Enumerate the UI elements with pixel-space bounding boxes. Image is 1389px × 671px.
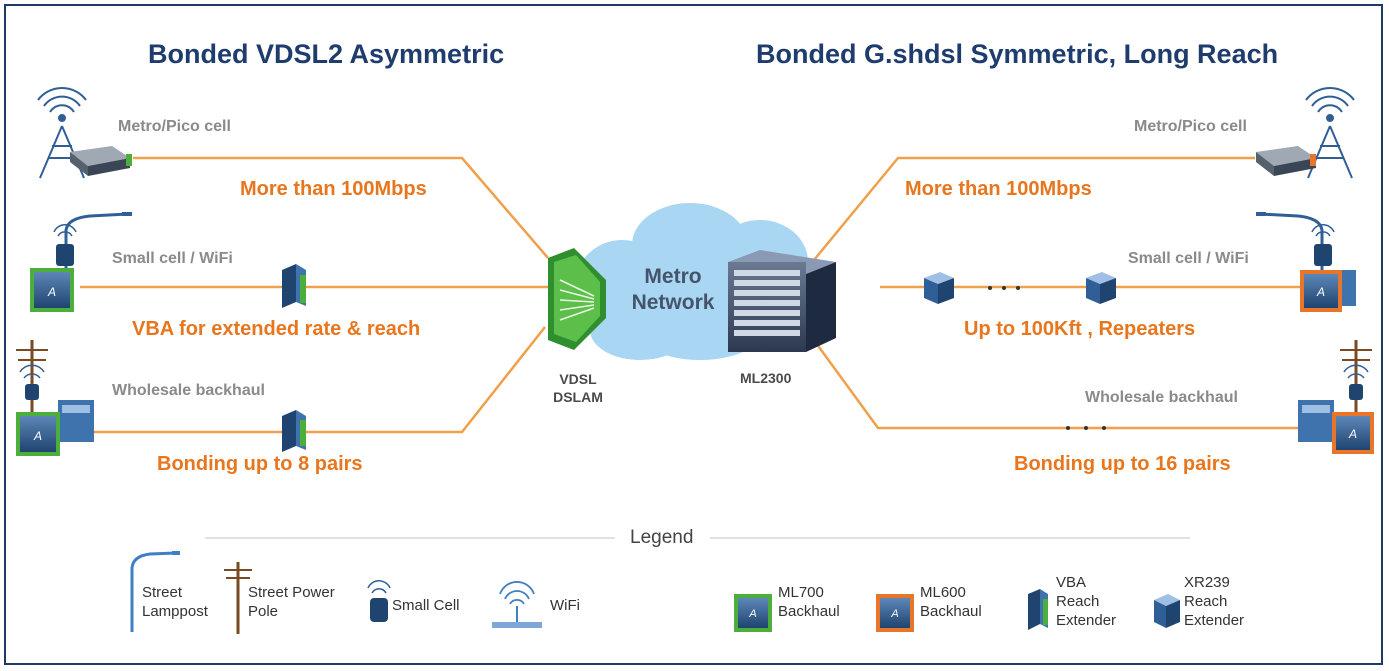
legend-pole-label: Street Power Pole [248, 583, 335, 621]
legend-lamppost-label: Street Lamppost [142, 583, 208, 621]
legend-vba-line2: Reach [1056, 593, 1100, 610]
right-site-wholesale: Wholesale backhaul [1085, 389, 1238, 406]
legend-vba-icon [1028, 589, 1048, 630]
legend-xr239-line1: XR239 [1184, 574, 1230, 591]
building-icon [1298, 400, 1334, 442]
legend-lamppost-line2: Lamppost [142, 603, 208, 620]
left-site-wholesale: Wholesale backhaul [112, 382, 265, 399]
cloud-label: Metro Network [618, 264, 728, 316]
legend-pole-line1: Street Power [248, 584, 335, 601]
title-right: Bonded G.shdsl Symmetric, Long Reach [756, 39, 1279, 69]
right-rate-wholesale: Bonding up to 16 pairs [1014, 453, 1231, 475]
legend-title: Legend [630, 527, 694, 548]
cloud-label-line2: Network [631, 291, 715, 314]
small-cell-icon [1343, 364, 1369, 400]
legend-vba-line3: Extender [1056, 612, 1117, 629]
vdsl-dslam-icon [548, 248, 606, 350]
legend-power-pole-icon [224, 562, 252, 634]
ml600-backhaul-device: A [1332, 412, 1374, 454]
street-power-pole-icon [1340, 340, 1372, 420]
dslam-label: VDSL DSLAM [538, 370, 618, 406]
svg-text:A: A [1348, 427, 1357, 441]
ml600-backhaul-device: A [1300, 270, 1342, 312]
ml700-backhaul-device: A [16, 412, 60, 456]
diagram-frame [4, 4, 1383, 665]
svg-text:A: A [890, 608, 898, 620]
vba-reach-extender-device [282, 264, 306, 308]
street-lamppost-icon [1256, 212, 1356, 306]
legend-small-cell-label: Small Cell [392, 597, 460, 614]
dslam-label-line1: VDSL [559, 371, 597, 387]
link-right-wholesale [806, 331, 1300, 430]
link-left-metro [133, 156, 549, 259]
xr239-reach-extender-device [1086, 272, 1116, 304]
cloud-label-line1: Metro [644, 265, 702, 288]
legend-ml700-line1: ML700 [778, 584, 824, 601]
left-site-metro: Metro/Pico cell [118, 118, 231, 135]
legend-xr239-icon [1154, 594, 1180, 628]
vba-reach-extender-device [282, 410, 306, 452]
title-left: Bonded VDSL2 Asymmetric [148, 39, 505, 69]
right-rate-metro: More than 100Mbps [905, 178, 1092, 200]
right-site-metro: Metro/Pico cell [1134, 118, 1247, 135]
legend-xr239-line2: Reach [1184, 593, 1228, 610]
legend-lamppost-icon [130, 551, 180, 632]
right-site-small: Small cell / WiFi [1128, 250, 1249, 267]
left-site-small: Small cell / WiFi [112, 250, 233, 267]
ml700-backhaul-device [70, 146, 132, 176]
legend-lamppost-line1: Street [142, 584, 183, 601]
xr239-reach-extender-device [924, 272, 954, 304]
legend-small-cell-icon [367, 580, 391, 622]
legend-ml600-label: ML600 Backhaul [920, 583, 982, 621]
legend-ml600-line1: ML600 [920, 584, 966, 601]
building-icon [58, 400, 94, 442]
legend-pole-line2: Pole [248, 603, 279, 620]
legend-vba-line1: VBA [1056, 574, 1087, 591]
link-right-metro [813, 156, 1255, 261]
ml2300-label: ML2300 [740, 370, 792, 386]
right-rate-small: Up to 100Kft , Repeaters [964, 318, 1196, 340]
ml600-backhaul-device [1256, 146, 1316, 176]
legend-xr239-line3: Extender [1184, 612, 1245, 629]
legend-wifi-icon [492, 581, 542, 628]
svg-text:A: A [748, 608, 756, 620]
legend-ml600-line2: Backhaul [920, 603, 982, 620]
legend-ml600-icon: A [876, 594, 914, 632]
left-rate-wholesale: Bonding up to 8 pairs [157, 453, 363, 475]
svg-text:A: A [33, 429, 42, 443]
dslam-label-line2: DSLAM [553, 389, 603, 405]
legend-wifi-label: WiFi [550, 597, 580, 614]
svg-text:A: A [47, 285, 56, 299]
legend-xr239-label: XR239 Reach Extender [1184, 573, 1244, 630]
legend-vba-label: VBA Reach Extender [1056, 573, 1116, 630]
small-cell-icon [19, 364, 45, 400]
link-left-wholesale [72, 326, 546, 434]
street-power-pole-icon [16, 340, 48, 420]
repeater-dots [988, 286, 1106, 430]
legend-ml700-icon: A [734, 594, 772, 632]
cell-tower-icon [1305, 87, 1355, 179]
legend-ml700-label: ML700 Backhaul [778, 583, 840, 621]
svg-text:A: A [1316, 285, 1325, 299]
left-rate-metro: More than 100Mbps [240, 178, 427, 200]
legend-ml700-line2: Backhaul [778, 603, 840, 620]
ml700-backhaul-device: A [30, 268, 74, 312]
left-rate-small: VBA for extended rate & reach [132, 318, 421, 340]
ml2300-chassis-icon [728, 250, 836, 352]
